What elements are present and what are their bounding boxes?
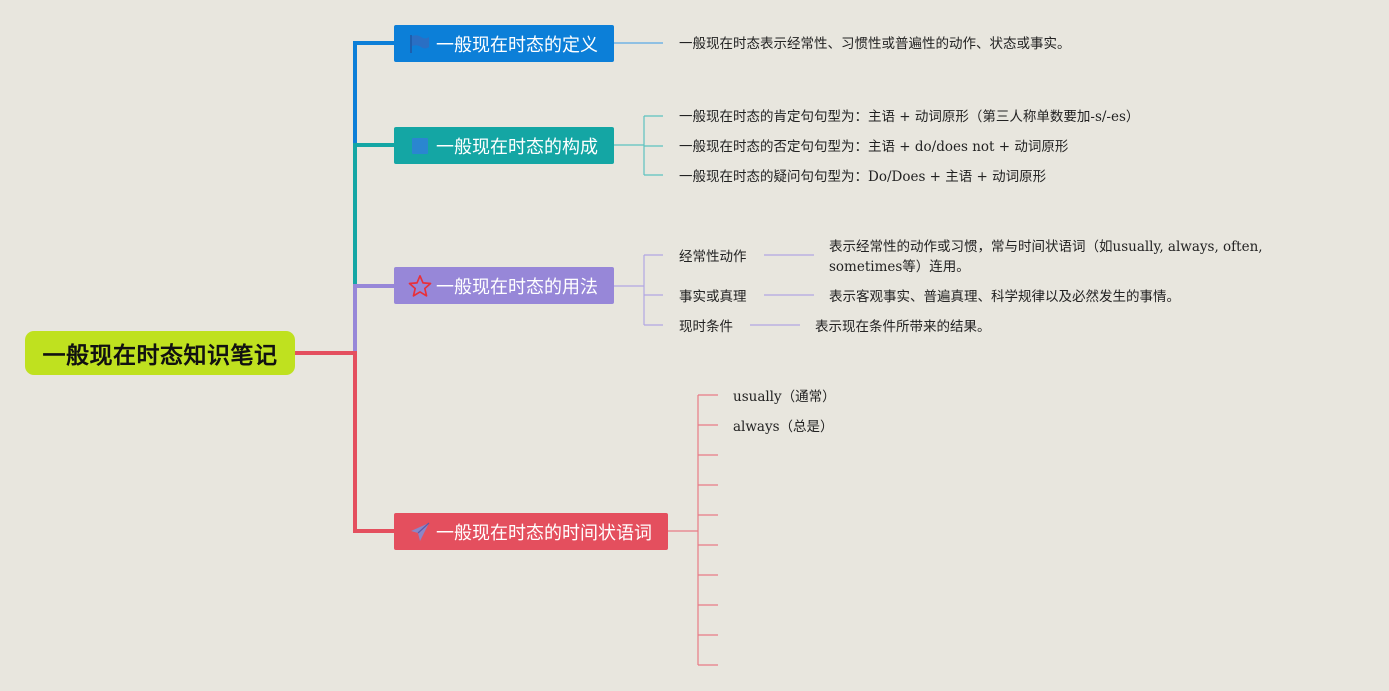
branch-structure[interactable]: 一般现在时态的构成 [394, 127, 614, 164]
usage-item-detail-habit[interactable]: 表示经常性的动作或习惯，常与时间状语词（如usually, always, of… [829, 239, 1263, 275]
adverb-item-usually[interactable]: usually（通常） [733, 389, 836, 405]
branch-definition[interactable]: 一般现在时态的定义 [394, 25, 614, 62]
usage-item-detail-condition[interactable]: 表示现在条件所带来的结果。 [815, 319, 991, 335]
branch-time-adverbs[interactable]: 一般现在时态的时间状语词 [394, 513, 668, 550]
connector-structure-leaves [614, 115, 663, 176]
trunk-connector-usage [353, 284, 394, 353]
trunk-connector-adverbs [295, 351, 394, 533]
definition-item[interactable]: 一般现在时态表示经常性、习惯性或普遍性的动作、状态或事实。 [679, 36, 1071, 52]
star-icon [408, 274, 432, 298]
trunk-connector-definition [353, 41, 394, 353]
structure-item-affirmative[interactable]: 一般现在时态的肯定句句型为：主语 + 动词原形（第三人称单数要加-s/-es） [679, 109, 1140, 125]
connector-adverb-leaves [668, 394, 718, 666]
connector-usage-leaves [614, 254, 814, 326]
branch-usage-title: 一般现在时态的用法 [436, 276, 598, 298]
root-topic[interactable]: 一般现在时态知识笔记 [25, 331, 295, 375]
structure-item-question[interactable]: 一般现在时态的疑问句句型为：Do/Does + 主语 + 动词原形 [679, 169, 1047, 185]
trunk-connector-structure [353, 143, 394, 353]
branch-usage[interactable]: 一般现在时态的用法 [394, 267, 614, 304]
paper-plane-icon [408, 520, 432, 544]
usage-item-detail-fact[interactable]: 表示客观事实、普遍真理、科学规律以及必然发生的事情。 [829, 289, 1180, 305]
flag-icon [408, 32, 432, 56]
square-icon [408, 134, 432, 158]
branch-definition-title: 一般现在时态的定义 [436, 34, 598, 56]
structure-item-negative[interactable]: 一般现在时态的否定句句型为：主语 + do/does not + 动词原形 [679, 139, 1069, 155]
branch-time-adverbs-title: 一般现在时态的时间状语词 [436, 522, 652, 544]
adverb-item-always[interactable]: always（总是） [733, 419, 834, 435]
branch-structure-title: 一般现在时态的构成 [436, 136, 598, 158]
usage-item-label-condition[interactable]: 现时条件 [679, 319, 733, 335]
usage-item-label-habit[interactable]: 经常性动作 [679, 249, 747, 265]
usage-item-label-fact[interactable]: 事实或真理 [679, 289, 747, 305]
